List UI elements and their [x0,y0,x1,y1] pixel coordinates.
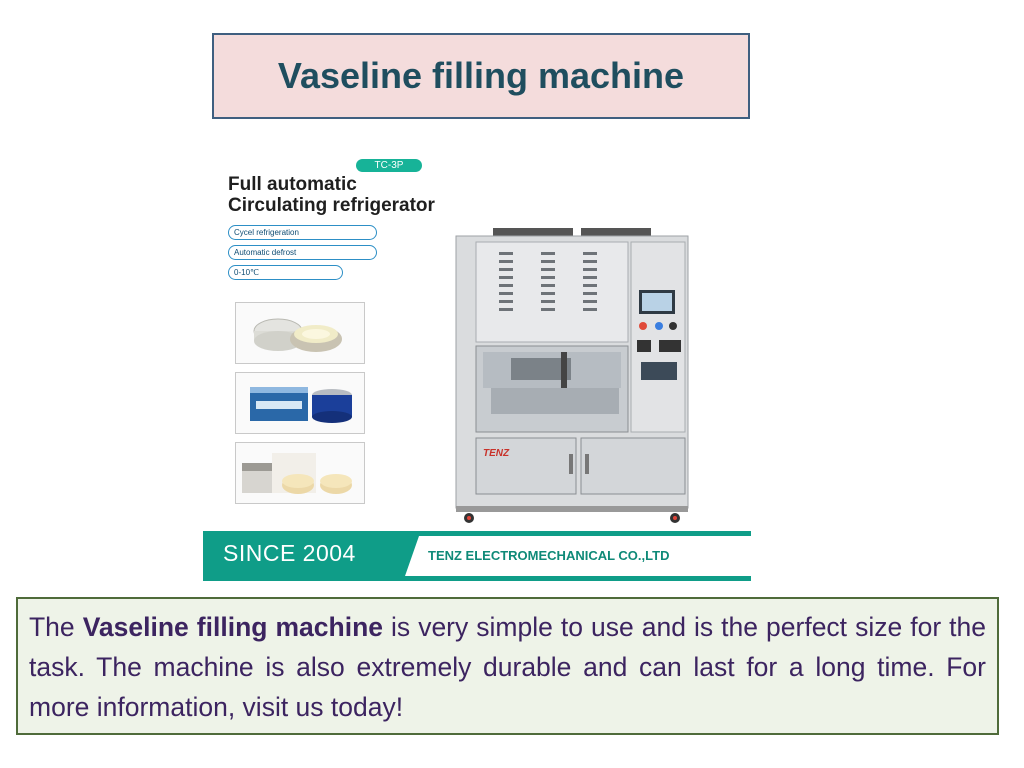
description-highlight: Vaseline filling machine [82,612,383,642]
company-banner: SINCE 2004 TENZ ELECTROMECHANICAL CO.,LT… [203,531,751,581]
thumbnail-blue-jar [235,372,365,434]
thumbnail-cream-jar [235,302,365,364]
headline-line2: Circulating refrigerator [228,195,435,216]
headline-line1: Full automatic [228,174,357,195]
banner-company-panel: TENZ ELECTROMECHANICAL CO.,LTD [405,536,751,576]
thumbnail-wax-products [235,442,365,504]
product-headline: Full automatic Circulating refrigerator [228,174,435,216]
feature-pill-cycel-refrigeration: Cycel refrigeration [228,225,377,240]
feature-pill-temperature: 0-10℃ [228,265,343,280]
machine-brand-text: TENZ [483,448,510,459]
filling-machine-illustration: TENZ [455,228,689,523]
model-badge: TC-3P [356,159,422,172]
feature-pill-automatic-defrost: Automatic defrost [228,245,377,260]
page-title: Vaseline filling machine [277,55,685,96]
product-image: TC-3P Full automatic Circulating refrige… [203,150,751,582]
description-suffix: is very simple to use and is the perfect… [29,612,987,722]
description-box: The Vaseline filling machine is very sim… [16,597,999,735]
description-prefix: The [29,612,83,642]
banner-since: SINCE 2004 [223,540,356,566]
banner-company: TENZ ELECTROMECHANICAL CO.,LTD [428,548,670,563]
title-box: Vaseline filling machine [212,33,750,119]
description-text: The Vaseline filling machine is very sim… [29,607,986,727]
